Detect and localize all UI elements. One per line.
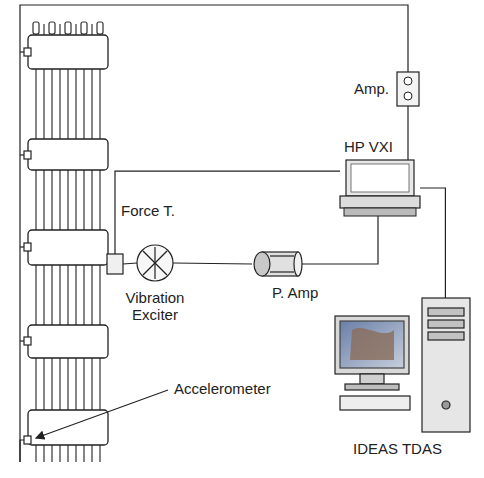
signal-wire (420, 188, 445, 298)
amplifier-icon (397, 72, 419, 106)
spacer-grids (28, 35, 108, 445)
wire-line (173, 263, 252, 264)
wire-line (123, 263, 137, 264)
wire-line (302, 216, 378, 264)
accelerometers (24, 48, 31, 444)
exciter-icon (137, 245, 173, 281)
signal-wire (123, 263, 137, 264)
rod-end (81, 22, 87, 34)
force-transducer-icon (107, 254, 123, 274)
data-acquisition: HP VXI (340, 160, 420, 216)
device-label: HP VXI (344, 138, 393, 155)
vibration-exciter: Vibration Exciter (137, 245, 173, 281)
wire-line (407, 106, 408, 160)
amplifier: Amp. (397, 72, 419, 106)
signal-wire (408, 106, 409, 160)
laptop-icon (340, 160, 420, 216)
device-label: Vibration Exciter (107, 289, 203, 323)
workstation: IDEAS TDAS (335, 298, 473, 433)
part-label: Accelerometer (172, 380, 273, 397)
workstation-icon (335, 298, 470, 432)
power-amp-icon (254, 252, 302, 276)
wire-line (115, 171, 340, 254)
rod-end (65, 22, 71, 34)
device-label: Amp. (354, 80, 389, 97)
signal-wire (173, 263, 252, 264)
power-amp: P. Amp (252, 250, 302, 278)
rod-end (97, 22, 103, 34)
device-label: P. Amp (272, 284, 318, 301)
rod-end (33, 22, 39, 34)
rod-end (49, 22, 55, 34)
wire-line (420, 188, 445, 298)
signal-wire (115, 171, 340, 254)
signal-wire (302, 216, 378, 264)
accelerometer-cable (20, 5, 408, 462)
device-label: Force T. (121, 202, 175, 219)
leader-line (36, 390, 168, 438)
force-transducer: Force T. (107, 254, 123, 274)
device-label: IDEAS TDAS (353, 440, 442, 457)
